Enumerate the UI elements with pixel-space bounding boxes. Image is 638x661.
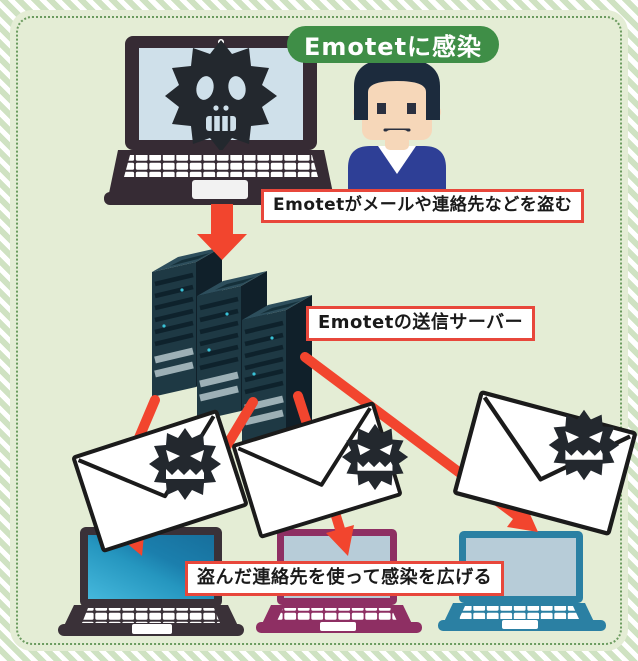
caption-steal: Emotetがメールや連絡先などを盗む xyxy=(261,189,585,223)
virus-icon xyxy=(548,409,620,481)
laptop-keyboard xyxy=(124,155,318,177)
person-hair xyxy=(354,58,440,120)
caption-spread: 盗んだ連絡先を使って感染を広げる xyxy=(185,561,505,596)
person-face xyxy=(362,70,432,140)
worried-person-icon xyxy=(348,47,446,208)
skull-virus-icon xyxy=(165,40,277,152)
server-rack-cluster-icon xyxy=(152,247,312,445)
down-block-arrow-icon xyxy=(197,204,247,260)
virus-icon xyxy=(341,423,409,491)
caption-server: Emotetの送信サーバー xyxy=(306,306,536,341)
laptop-trackpad xyxy=(192,180,248,199)
virus-icon xyxy=(149,428,221,500)
title-badge: Emotetに感染 xyxy=(287,26,499,63)
person-collar xyxy=(378,146,416,174)
